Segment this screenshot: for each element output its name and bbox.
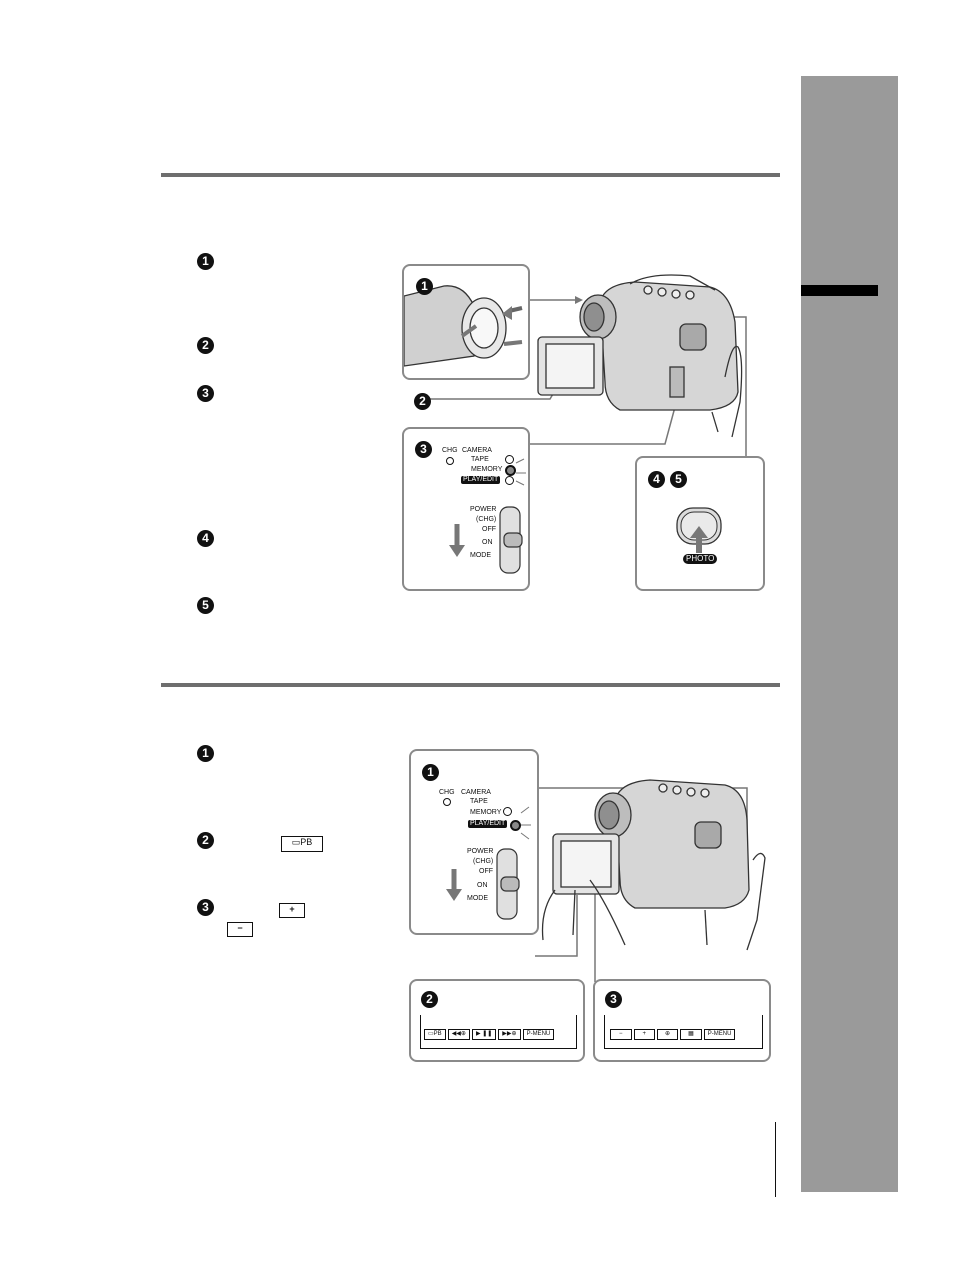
minus-button-icon: −: [227, 922, 253, 937]
plus-button-icon: +: [279, 903, 305, 918]
panel-mode-switch-view: 1 CHG CAMERA TAPE MEMORY PLAY/EDIT POWER…: [409, 749, 539, 935]
memory-lamp-view: [503, 807, 512, 816]
view-step-3-marker: 3: [197, 899, 214, 916]
page-number-divider: [775, 1122, 776, 1197]
chg-lamp: [446, 457, 454, 465]
playback-screen-frame: ▭PB ◀◀⊕ ▶ ❚❚ ▶▶⊕ P-MENU: [420, 1015, 577, 1049]
power-switch-drawing-view: [446, 806, 531, 920]
step-2-marker: 2: [197, 337, 214, 354]
side-tab-marker: [801, 285, 878, 296]
panel-step-4-marker: 4: [648, 471, 665, 488]
off-label: OFF: [482, 526, 496, 533]
photo-button-label: PHOTO: [683, 554, 718, 564]
p-menu-button[interactable]: P-MENU: [522, 1029, 555, 1040]
power-label: POWER: [470, 506, 497, 513]
chg-label: CHG: [442, 447, 458, 454]
p-menu-button-review[interactable]: P-MENU: [703, 1029, 736, 1040]
chg-paren-label: (CHG): [476, 516, 497, 523]
view-step-2-marker: 2: [197, 832, 214, 849]
chg-lamp-view: [443, 798, 451, 806]
side-tab: [801, 76, 898, 1192]
memory-label: MEMORY: [471, 466, 503, 473]
panel-step-1-marker: 1: [416, 278, 433, 295]
review-screen-frame: − + ⊕ ▦ P-MENU: [604, 1015, 763, 1049]
view-step-1-marker: 1: [197, 745, 214, 762]
pb-button[interactable]: ▭PB: [424, 1029, 446, 1040]
tape-label-view: TAPE: [470, 798, 488, 805]
on-label-view: ON: [477, 882, 488, 889]
memory-lamp: [505, 465, 516, 476]
section-rule-top: [161, 173, 780, 177]
play-edit-label: PLAY/EDIT: [461, 476, 501, 484]
lens-cover-drawing: [404, 285, 523, 367]
chg-paren-label-view: (CHG): [473, 858, 494, 865]
step-5-marker: 5: [197, 597, 214, 614]
step-1-marker: 1: [197, 253, 214, 270]
panel-view-step-1-marker: 1: [422, 764, 439, 781]
off-label-view: OFF: [479, 868, 493, 875]
rewind-button[interactable]: ◀◀⊕: [447, 1029, 470, 1040]
camera-illustration-record: [430, 274, 747, 457]
play-edit-lamp-view: [510, 820, 521, 831]
plus-button[interactable]: +: [633, 1029, 656, 1040]
panel-step-5-marker: 5: [670, 471, 687, 488]
panel-view-step-2-marker: 2: [421, 991, 438, 1008]
panel-review-buttons: 3 − + ⊕ ▦ P-MENU: [593, 979, 771, 1062]
panel-mode-switch: 3 CHG CAMERA TAPE MEMORY PLAY/EDIT POWER…: [402, 427, 530, 591]
power-label-view: POWER: [467, 848, 494, 855]
panel-view-step-3-marker: 3: [605, 991, 622, 1008]
play-edit-label-view: PLAY/EDIT: [468, 820, 508, 828]
step-3-marker: 3: [197, 385, 214, 402]
section-rule-middle: [161, 683, 780, 687]
mode-label-view: MODE: [467, 895, 488, 902]
camera-illustration-view: [535, 779, 766, 982]
panel-playback-buttons: 2 ▭PB ◀◀⊕ ▶ ❚❚ ▶▶⊕ P-MENU: [409, 979, 585, 1062]
tape-label: TAPE: [471, 456, 489, 463]
photo-button-drawing: [676, 507, 722, 553]
on-label: ON: [482, 539, 493, 546]
camera-label: CAMERA: [462, 447, 492, 454]
play-edit-lamp: [505, 476, 514, 485]
grid-button[interactable]: ▦: [680, 1029, 702, 1040]
tape-lamp: [505, 455, 514, 464]
fast-forward-button[interactable]: ▶▶⊕: [498, 1029, 521, 1040]
chg-label-view: CHG: [439, 789, 455, 796]
minus-button[interactable]: −: [610, 1029, 632, 1040]
panel-step-3-marker: 3: [415, 441, 432, 458]
step-4-marker: 4: [197, 530, 214, 547]
pb-button-icon: ▭PB: [281, 836, 323, 852]
mode-label: MODE: [470, 552, 491, 559]
power-switch-drawing: [449, 458, 526, 574]
camera-label-view: CAMERA: [461, 789, 491, 796]
index-button[interactable]: ⊕: [657, 1029, 679, 1040]
panel-photo-button: 4 5 PHOTO: [635, 456, 765, 591]
panel-lens-cover: 1: [402, 264, 530, 380]
callout-step-2-marker: 2: [414, 393, 431, 410]
play-pause-button[interactable]: ▶ ❚❚: [471, 1029, 497, 1040]
memory-label-view: MEMORY: [470, 809, 502, 816]
